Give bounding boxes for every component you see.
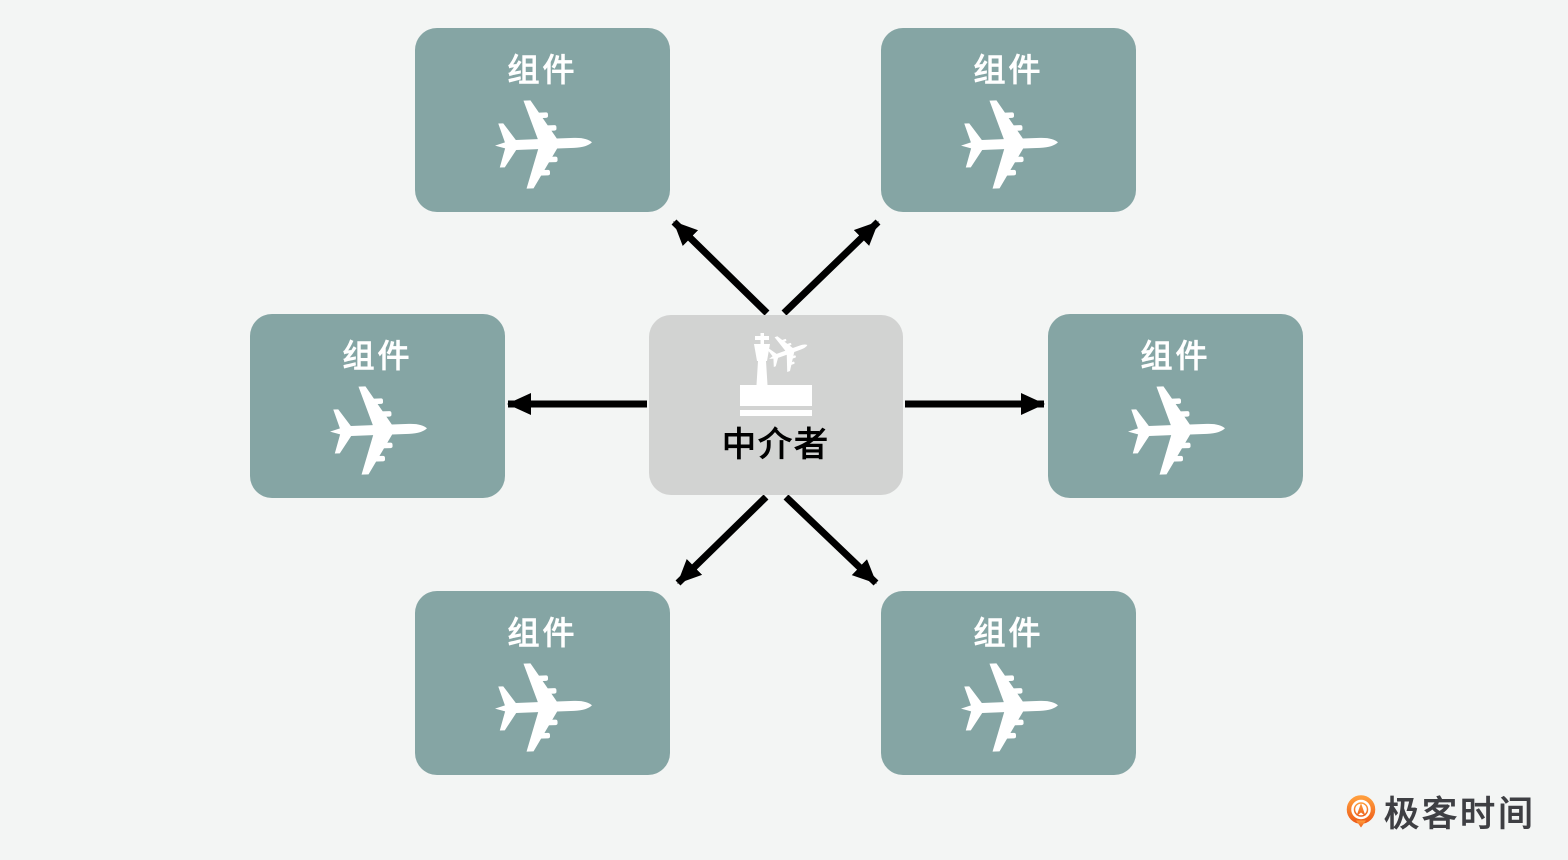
component-box-bottom-left: 组件 <box>415 591 670 775</box>
arrow-center-to-top-left <box>671 219 770 316</box>
airplane-icon <box>492 92 593 196</box>
airplane-icon <box>958 655 1059 759</box>
component-box-top-right: 组件 <box>881 28 1136 212</box>
airplane-icon <box>958 92 1059 196</box>
airport-terminal-icon <box>735 327 817 422</box>
component-box-bottom-right: 组件 <box>881 591 1136 775</box>
arrow-center-to-bottom-right <box>783 494 879 586</box>
geektime-logo: 极客时间 <box>1346 788 1536 841</box>
airplane-icon <box>327 378 428 482</box>
mediator-box: 中介者 <box>649 315 903 495</box>
component-label: 组件 <box>507 52 578 88</box>
geektime-logo-text: 极客时间 <box>1384 795 1537 834</box>
component-box-middle-left: 组件 <box>250 314 505 498</box>
airplane-icon <box>492 655 593 759</box>
arrow-center-to-top-right <box>781 219 881 316</box>
component-box-middle-right: 组件 <box>1048 314 1303 498</box>
airplane-icon <box>1125 378 1226 482</box>
component-label: 组件 <box>342 338 413 374</box>
geektime-logo-icon <box>1346 788 1376 841</box>
component-label: 组件 <box>973 615 1044 651</box>
component-label: 组件 <box>973 52 1044 88</box>
arrow-center-to-bottom-left <box>675 494 769 586</box>
component-label: 组件 <box>1140 338 1211 374</box>
component-box-top-left: 组件 <box>415 28 670 212</box>
mediator-label: 中介者 <box>722 426 830 464</box>
component-label: 组件 <box>507 615 578 651</box>
